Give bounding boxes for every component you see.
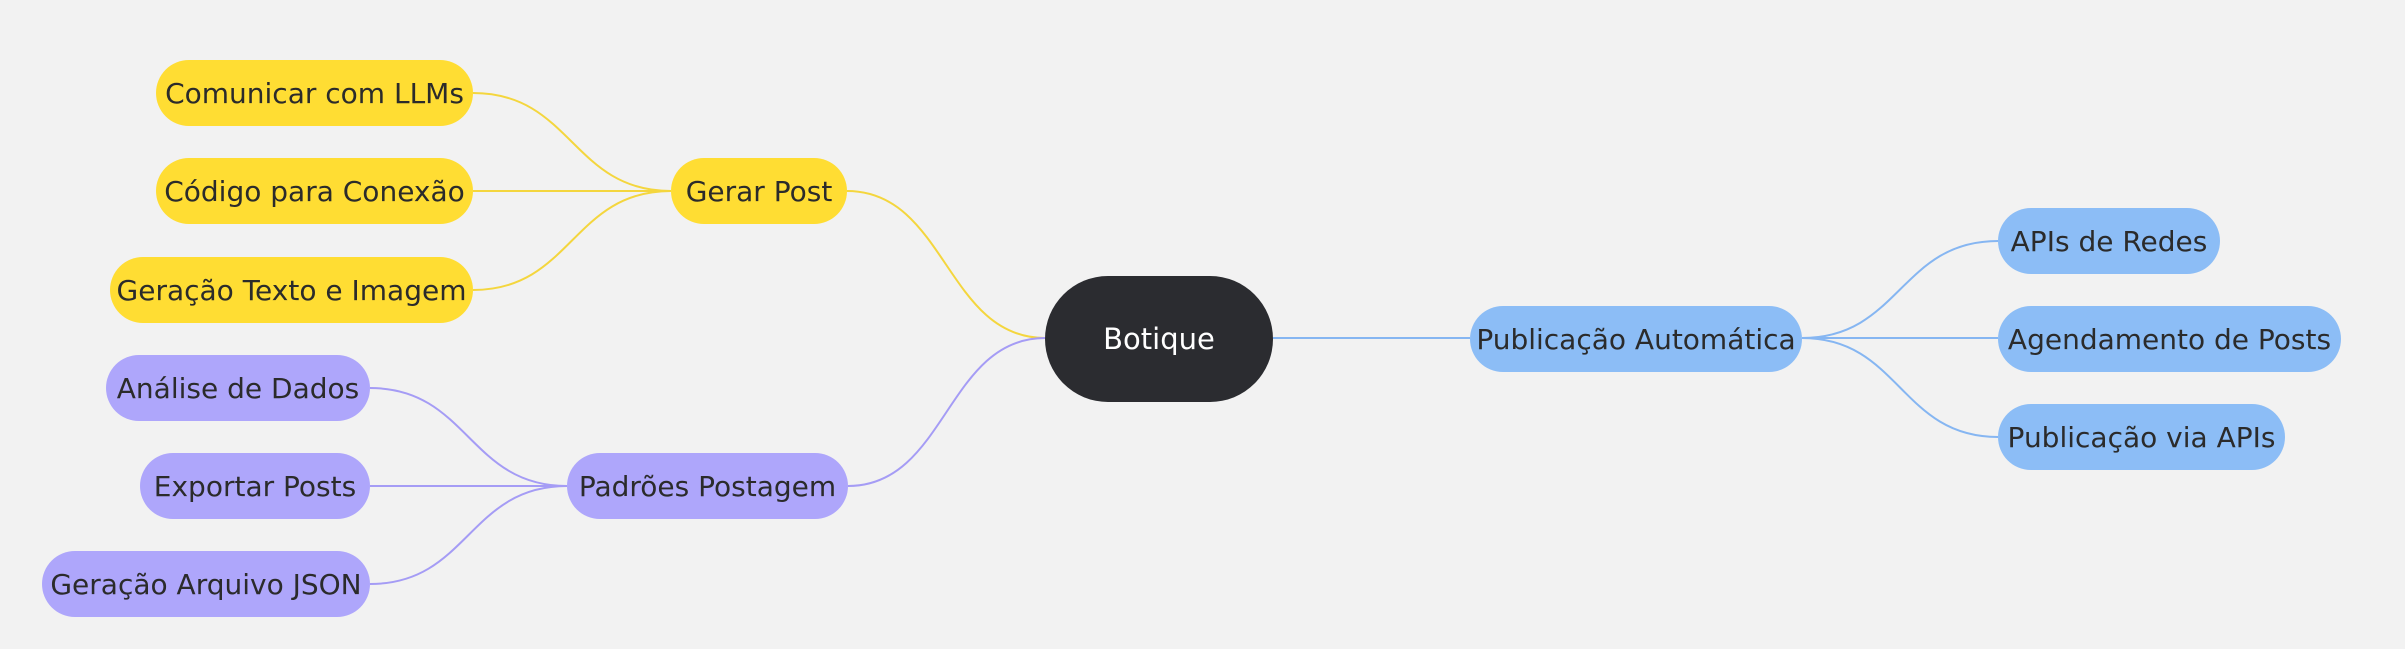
leaf-node-apis-de-redes[interactable]: APIs de Redes — [1998, 208, 2220, 274]
leaf-label: Geração Arquivo JSON — [50, 567, 362, 601]
root-node[interactable]: Botique — [1045, 276, 1273, 402]
edge-gerar-post-geracao — [472, 190, 672, 291]
branch-label: Padrões Postagem — [578, 469, 837, 503]
leaf-label: Agendamento de Posts — [2007, 322, 2332, 356]
leaf-node-publicacao-via-apis[interactable]: Publicação via APIs — [1998, 404, 2285, 470]
edge-padroes-analise — [369, 387, 568, 487]
edge-root-padroes-postagem — [847, 337, 1046, 487]
leaf-label: Comunicar com LLMs — [165, 76, 464, 110]
leaf-node-exportar-posts[interactable]: Exportar Posts — [140, 453, 370, 519]
leaf-node-analise-de-dados[interactable]: Análise de Dados — [106, 355, 370, 421]
leaf-node-geracao-texto-imagem[interactable]: Geração Texto e Imagem — [110, 257, 473, 323]
edge-publicacao-apis-redes — [1801, 240, 1999, 339]
branch-node-gerar-post[interactable]: Gerar Post — [671, 158, 847, 224]
leaf-node-codigo-para-conexao[interactable]: Código para Conexão — [156, 158, 473, 224]
branch-label: Gerar Post — [685, 174, 833, 208]
leaf-label: Publicação via APIs — [2007, 420, 2276, 454]
edge-padroes-json — [369, 485, 568, 585]
leaf-label: Geração Texto e Imagem — [116, 273, 467, 307]
leaf-node-geracao-arquivo-json[interactable]: Geração Arquivo JSON — [42, 551, 370, 617]
leaf-label: Exportar Posts — [153, 469, 357, 503]
branch-node-publicacao-automatica[interactable]: Publicação Automática — [1470, 306, 1802, 372]
leaf-label: Análise de Dados — [116, 371, 360, 405]
edge-root-gerar-post — [846, 190, 1046, 339]
branch-node-padroes-postagem[interactable]: Padrões Postagem — [567, 453, 848, 519]
leaf-label: APIs de Redes — [2010, 224, 2208, 258]
leaf-node-comunicar-com-llms[interactable]: Comunicar com LLMs — [156, 60, 473, 126]
leaf-label: Código para Conexão — [164, 174, 465, 208]
branch-label: Publicação Automática — [1476, 322, 1796, 356]
edge-gerar-post-comunicar — [472, 92, 672, 192]
edge-publicacao-via-apis — [1801, 337, 1999, 438]
leaf-node-agendamento-de-posts[interactable]: Agendamento de Posts — [1998, 306, 2341, 372]
root-label: Botique — [1103, 322, 1215, 356]
